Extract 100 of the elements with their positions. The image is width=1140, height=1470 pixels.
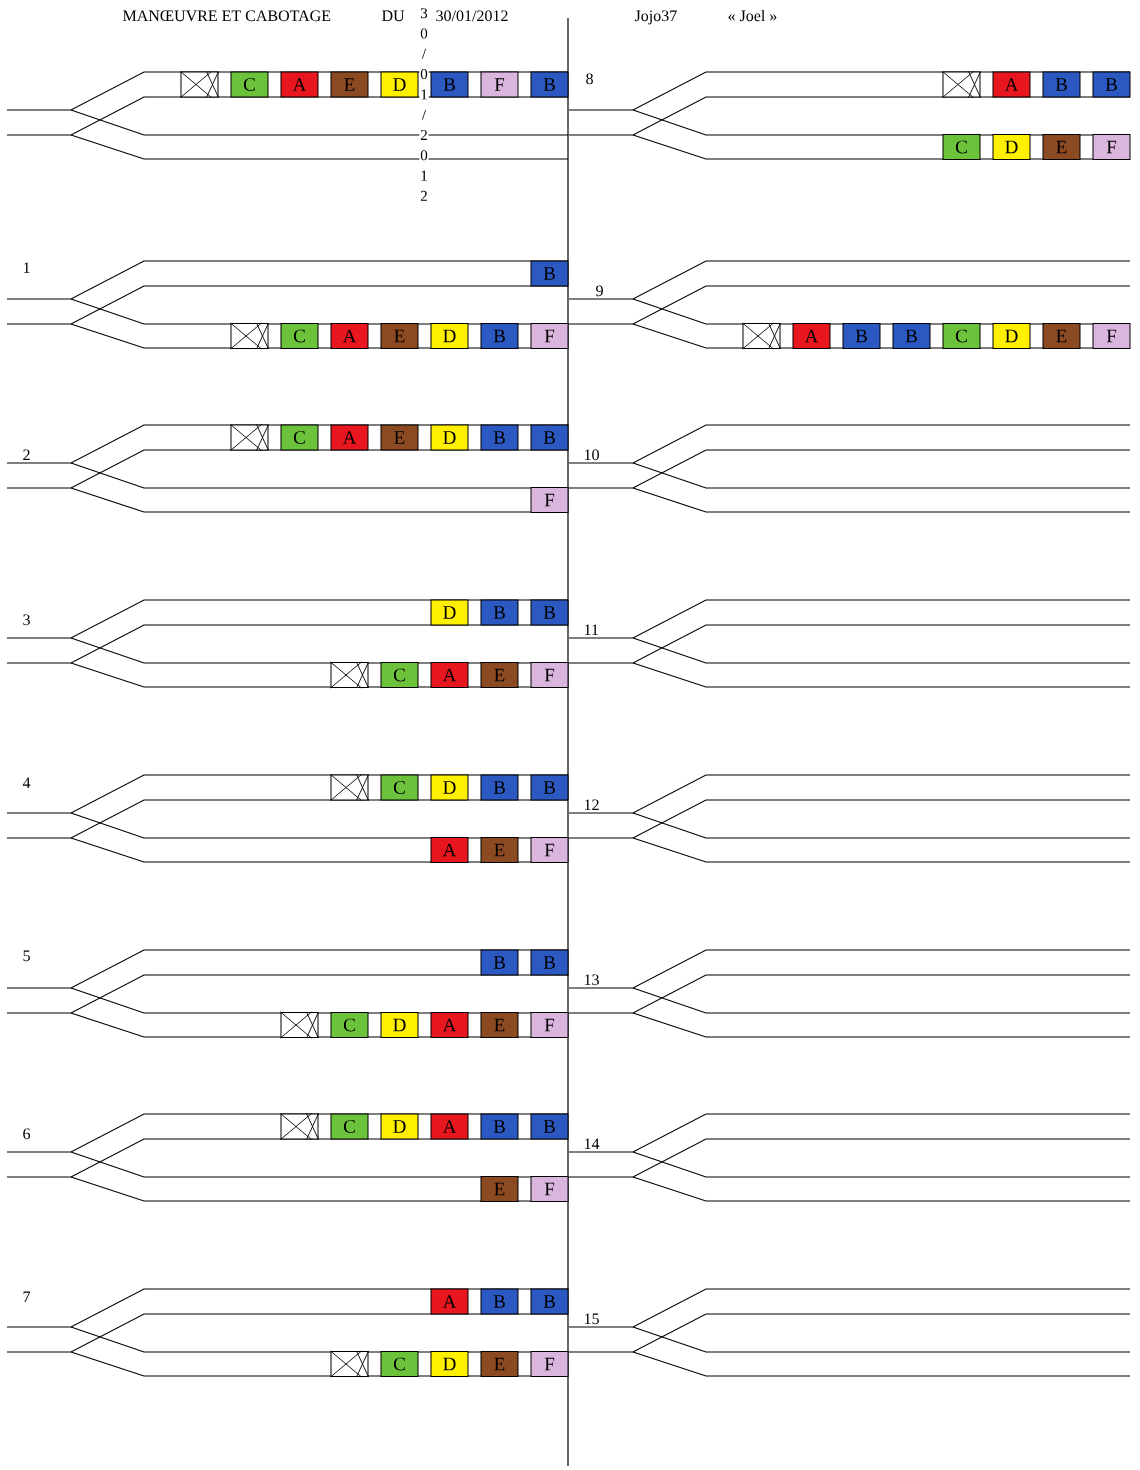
wagon-box: D <box>430 599 469 626</box>
crossed-box <box>330 1350 369 1378</box>
wagon-box: F <box>530 1012 569 1038</box>
wagon-box: A <box>430 1012 469 1038</box>
wagon-box: D <box>380 71 419 98</box>
crossed-box <box>330 774 369 801</box>
step-number: 9 <box>596 285 603 297</box>
wagon-box: B <box>480 323 519 349</box>
wagon-box: B <box>530 949 569 976</box>
vertical-date: 3 0 / 0 1 / 2 0 1 2 <box>419 7 429 202</box>
wagon-box: B <box>1092 71 1131 98</box>
wagon-box: E <box>380 323 419 349</box>
wagon-box: C <box>330 1012 369 1038</box>
crossed-box <box>280 1011 319 1039</box>
wagon-box: B <box>480 599 519 626</box>
crossed-box <box>230 424 269 451</box>
wagon-box: F <box>530 1176 569 1202</box>
wagon-box: C <box>380 662 419 688</box>
wagon-box: B <box>480 1288 519 1315</box>
wagon-box: E <box>1042 134 1081 160</box>
wagon-box: B <box>892 323 931 349</box>
wagon-box: C <box>330 1113 369 1140</box>
header-text: DU <box>382 10 405 22</box>
wagon-box: A <box>330 323 369 349</box>
wagon-box: A <box>430 837 469 863</box>
title: MANŒUVRE ET CABOTAGE <box>123 10 331 22</box>
step-number: 14 <box>584 1138 600 1149</box>
step-number: 5 <box>23 950 30 962</box>
wagon-box: A <box>430 1288 469 1315</box>
wagon-box: C <box>230 71 269 98</box>
crossed-box <box>942 71 981 98</box>
wagon-box: B <box>842 323 881 349</box>
wagon-box: D <box>430 774 469 801</box>
wagon-box: B <box>530 599 569 626</box>
wagon-box: D <box>380 1113 419 1140</box>
wagon-box: B <box>430 71 469 98</box>
step-number: 8 <box>586 73 593 85</box>
wagon-box: B <box>530 71 569 98</box>
wagon-box: A <box>430 1113 469 1140</box>
wagon-box: F <box>480 71 519 98</box>
wagon-box: E <box>1042 323 1081 349</box>
author-name: « Joel » <box>728 9 777 22</box>
wagon-box: B <box>530 260 569 287</box>
wagon-box: C <box>280 323 319 349</box>
wagon-box: C <box>380 1351 419 1377</box>
wagon-box: B <box>480 1113 519 1140</box>
wagon-box: B <box>530 424 569 451</box>
step-number: 4 <box>22 777 31 788</box>
crossed-box <box>230 322 269 350</box>
wagon-box: B <box>480 949 519 976</box>
wagon-box: D <box>380 1012 419 1038</box>
wagon-box: E <box>480 1176 519 1202</box>
wagon-box: A <box>992 71 1031 98</box>
wagon-box: B <box>530 1113 569 1140</box>
wagon-box: C <box>280 424 319 451</box>
wagon-box: F <box>530 323 569 349</box>
wagon-box: A <box>430 662 469 688</box>
wagon-box: A <box>280 71 319 98</box>
step-number: 12 <box>584 799 599 810</box>
wagon-box: F <box>1092 134 1131 160</box>
wagon-box: F <box>530 662 569 688</box>
wagon-box: A <box>792 323 831 349</box>
wagon-box: F <box>1092 323 1131 349</box>
wagon-box: D <box>992 323 1031 349</box>
step-number: 1 <box>23 262 30 273</box>
crossed-box <box>330 661 369 689</box>
step-number: 11 <box>584 624 598 635</box>
crossed-box <box>180 71 219 98</box>
wagon-box: E <box>480 1012 519 1038</box>
wagon-box: D <box>992 134 1031 160</box>
wagon-box: E <box>480 837 519 863</box>
wagon-box: E <box>480 662 519 688</box>
wagon-box: A <box>330 424 369 451</box>
crossed-box <box>280 1113 319 1140</box>
wagon-box: E <box>480 1351 519 1377</box>
wagon-box: D <box>430 1351 469 1377</box>
wagon-box: F <box>530 837 569 863</box>
date: 30/01/2012 <box>436 10 508 22</box>
wagon-box: D <box>430 323 469 349</box>
wagon-box: D <box>430 424 469 451</box>
step-number: 13 <box>584 974 599 986</box>
step-number: 10 <box>584 449 599 461</box>
wagon-box: C <box>942 323 981 349</box>
step-number: 7 <box>23 1291 31 1302</box>
wagon-box: F <box>530 1351 569 1377</box>
wagon-box: E <box>330 71 369 98</box>
wagon-box: F <box>530 487 569 513</box>
wagon-box: B <box>530 774 569 801</box>
wagon-box: B <box>480 774 519 801</box>
author-name: Jojo37 <box>634 10 677 25</box>
wagon-box: E <box>380 424 419 451</box>
wagon-box: C <box>942 134 981 160</box>
step-number: 6 <box>23 1128 31 1140</box>
wagon-box: B <box>480 424 519 451</box>
step-number: 3 <box>23 614 30 626</box>
step-number: 2 <box>23 449 30 460</box>
wagon-box: B <box>530 1288 569 1315</box>
wagon-box: B <box>1042 71 1081 98</box>
step-number: 15 <box>584 1313 599 1325</box>
crossed-box <box>742 322 781 350</box>
